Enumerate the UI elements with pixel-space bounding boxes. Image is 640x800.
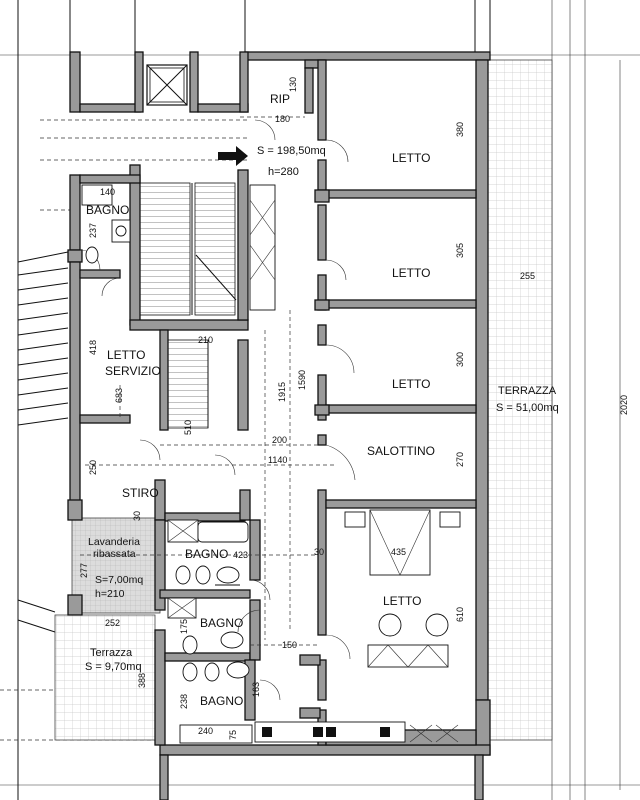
dim-label: 388 bbox=[137, 673, 147, 688]
dim-label: 1140 bbox=[268, 455, 287, 465]
label-letto-3: LETTO bbox=[392, 377, 430, 391]
label-salottino: SALOTTINO bbox=[367, 444, 435, 458]
label-lavanderia-h: h=210 bbox=[95, 588, 125, 600]
fixtures bbox=[81, 184, 461, 744]
dim-label: 180 bbox=[275, 114, 290, 124]
dim-label: 1590 bbox=[297, 370, 307, 390]
dim-label: 130 bbox=[288, 77, 298, 92]
label-letto-1: LETTO bbox=[392, 151, 430, 165]
label-bagno-2: BAGNO bbox=[200, 616, 243, 630]
dim-label: 252 bbox=[105, 618, 120, 628]
room-labels: RIP LETTO LETTO LETTO SALOTTINO LETTO BA… bbox=[85, 92, 559, 708]
dim-label: 683 bbox=[114, 388, 124, 403]
label-height: h=280 bbox=[268, 166, 299, 178]
dim-label: 300 bbox=[455, 352, 465, 367]
label-bagno-top: BAGNO bbox=[86, 203, 129, 217]
dim-label: 30 bbox=[132, 511, 142, 521]
dim-label: 2020 bbox=[619, 395, 629, 415]
dim-label: 30 bbox=[314, 547, 324, 557]
dimension-labels: 130 180 380 305 300 270 610 255 2020 140… bbox=[79, 77, 629, 740]
label-terrazza-big-s: S = 51,00mq bbox=[496, 402, 559, 414]
dim-label: 380 bbox=[455, 122, 465, 137]
laundry-area bbox=[71, 517, 161, 614]
label-terrazza-big: TERRAZZA bbox=[498, 385, 557, 397]
dim-label: 237 bbox=[88, 223, 98, 238]
label-bagno-1: BAGNO bbox=[185, 547, 228, 561]
dimension-lines bbox=[80, 116, 335, 646]
dim-label: 250 bbox=[88, 460, 98, 475]
dim-label: 1915 bbox=[277, 382, 287, 402]
dim-label: 163 bbox=[251, 682, 261, 697]
label-stiro: STIRO bbox=[122, 486, 159, 500]
dim-label: 75 bbox=[228, 730, 238, 740]
label-bagno-3: BAGNO bbox=[200, 694, 243, 708]
label-surface: S = 198,50mq bbox=[257, 145, 326, 157]
label-letto-2: LETTO bbox=[392, 266, 430, 280]
dim-label: 210 bbox=[198, 335, 213, 345]
entrance-arrow bbox=[218, 146, 248, 166]
dim-label: 418 bbox=[88, 340, 98, 355]
label-terrazza-small-s: S = 9,70mq bbox=[85, 661, 142, 673]
label-letto-4: LETTO bbox=[383, 594, 421, 608]
label-lavanderia-1: Lavanderia bbox=[88, 536, 140, 548]
dim-label: 238 bbox=[179, 694, 189, 709]
dim-label: 175 bbox=[179, 619, 189, 634]
label-lavanderia-2: ribassata bbox=[93, 548, 136, 560]
dim-label: 510 bbox=[183, 420, 193, 435]
label-terrazza-small: Terrazza bbox=[90, 647, 133, 659]
dim-label: 305 bbox=[455, 243, 465, 258]
dim-label: 255 bbox=[520, 271, 535, 281]
label-letto-servizio-2: SERVIZIO bbox=[105, 364, 161, 378]
terrace-large bbox=[487, 59, 553, 741]
external-stair bbox=[17, 251, 69, 633]
stair-core bbox=[139, 64, 276, 429]
dim-label: 435 bbox=[391, 547, 406, 557]
label-letto-servizio-1: LETTO bbox=[107, 348, 145, 362]
label-lavanderia-s: S=7,00mq bbox=[95, 574, 143, 586]
label-rip: RIP bbox=[270, 92, 290, 106]
dim-label: 150 bbox=[282, 640, 297, 650]
dim-label: 200 bbox=[272, 435, 287, 445]
terrace-small bbox=[54, 614, 156, 741]
dim-label: 277 bbox=[79, 563, 89, 578]
dim-label: 240 bbox=[198, 726, 213, 736]
dim-label: 140 bbox=[100, 187, 115, 197]
dim-label: 423 bbox=[233, 550, 248, 560]
dim-label: 270 bbox=[455, 452, 465, 467]
dim-label: 610 bbox=[455, 607, 465, 622]
